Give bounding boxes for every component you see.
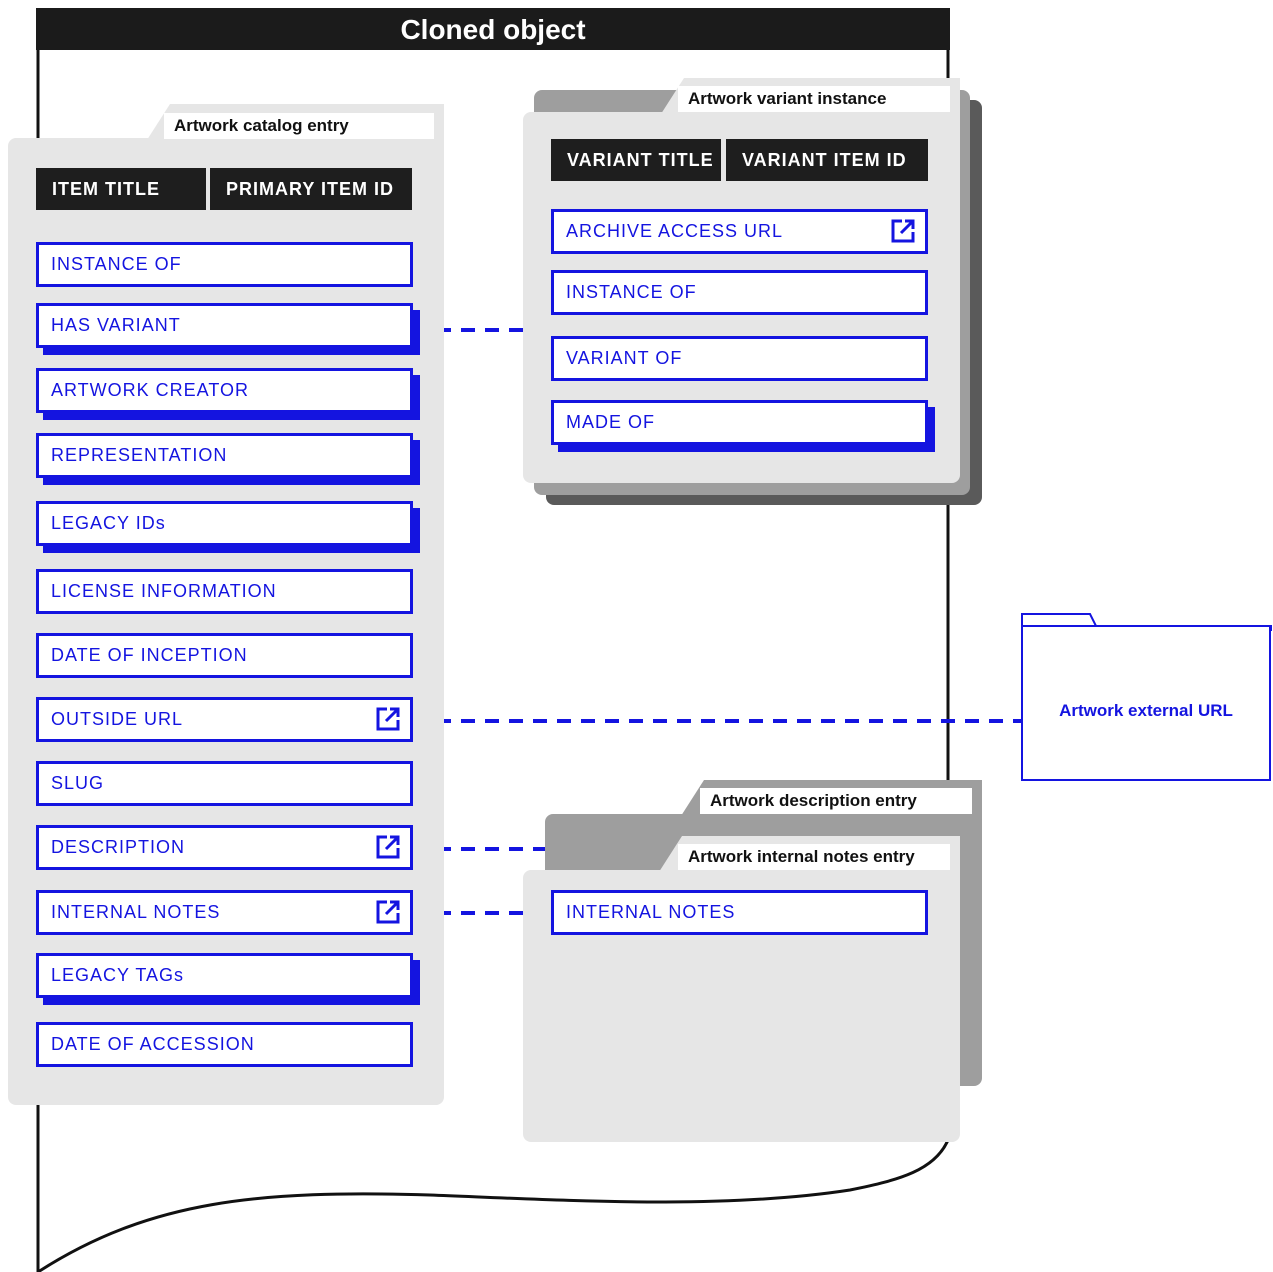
field-representation[interactable]: REPRESENTATION: [36, 433, 413, 478]
field-artwork-creator[interactable]: ARTWORK CREATOR: [36, 368, 413, 413]
variant-title-header: VARIANT TITLE: [551, 139, 721, 181]
field-label: DESCRIPTION: [51, 837, 186, 857]
field-label: ARTWORK CREATOR: [51, 380, 250, 400]
description-entry-tab-label: Artwork description entry: [700, 788, 972, 814]
field-label: HAS VARIANT: [51, 315, 181, 335]
catalog-entry-tab-label: Artwork catalog entry: [164, 113, 434, 139]
field-archive-access-url[interactable]: ARCHIVE ACCESS URL: [551, 209, 928, 254]
item-title-header: ITEM TITLE: [36, 168, 206, 210]
field-label: LEGACY IDs: [51, 513, 166, 533]
field-label: SLUG: [51, 773, 105, 793]
cloned-object-title: Cloned object: [36, 8, 950, 50]
catalog-entry-panel: [8, 138, 444, 1105]
external-link-icon[interactable]: [889, 217, 917, 245]
field-label: OUTSIDE URL: [51, 709, 184, 729]
field-outside-url[interactable]: OUTSIDE URL: [36, 697, 413, 742]
field-label: INSTANCE OF: [566, 282, 697, 302]
primary-item-id-header: PRIMARY ITEM ID: [210, 168, 412, 210]
field-label: LEGACY TAGs: [51, 965, 185, 985]
field-label: LICENSE INFORMATION: [51, 581, 277, 601]
external-url-label: Artwork external URL: [1059, 701, 1233, 720]
field-label: MADE OF: [566, 412, 656, 432]
field-variant-of[interactable]: VARIANT OF: [551, 336, 928, 381]
external-link-icon[interactable]: [374, 833, 402, 861]
field-instance-of[interactable]: INSTANCE OF: [551, 270, 928, 315]
external-link-icon[interactable]: [374, 705, 402, 733]
field-internal-notes[interactable]: INTERNAL NOTES: [551, 890, 928, 935]
field-label: VARIANT OF: [566, 348, 683, 368]
field-date-of-accession[interactable]: DATE OF ACCESSION: [36, 1022, 413, 1067]
field-instance-of[interactable]: INSTANCE OF: [36, 242, 413, 287]
field-label: ARCHIVE ACCESS URL: [566, 221, 784, 241]
external-url-folder[interactable]: Artwork external URL: [1021, 625, 1271, 781]
external-link-icon[interactable]: [374, 898, 402, 926]
field-legacy-ids[interactable]: LEGACY IDs: [36, 501, 413, 546]
field-label: DATE OF ACCESSION: [51, 1034, 255, 1054]
field-description[interactable]: DESCRIPTION: [36, 825, 413, 870]
field-label: INTERNAL NOTES: [51, 902, 221, 922]
field-legacy-tags[interactable]: LEGACY TAGs: [36, 953, 413, 998]
field-label: INTERNAL NOTES: [566, 902, 736, 922]
field-date-of-inception[interactable]: DATE OF INCEPTION: [36, 633, 413, 678]
field-made-of[interactable]: MADE OF: [551, 400, 928, 445]
field-slug[interactable]: SLUG: [36, 761, 413, 806]
variant-instance-tab-label: Artwork variant instance: [678, 86, 950, 112]
field-license-information[interactable]: LICENSE INFORMATION: [36, 569, 413, 614]
field-label: REPRESENTATION: [51, 445, 228, 465]
field-internal-notes[interactable]: INTERNAL NOTES: [36, 890, 413, 935]
internal-notes-entry-tab-label: Artwork internal notes entry: [678, 844, 950, 870]
field-has-variant[interactable]: HAS VARIANT: [36, 303, 413, 348]
field-label: INSTANCE OF: [51, 254, 182, 274]
field-label: DATE OF INCEPTION: [51, 645, 248, 665]
variant-item-id-header: VARIANT ITEM ID: [726, 139, 928, 181]
